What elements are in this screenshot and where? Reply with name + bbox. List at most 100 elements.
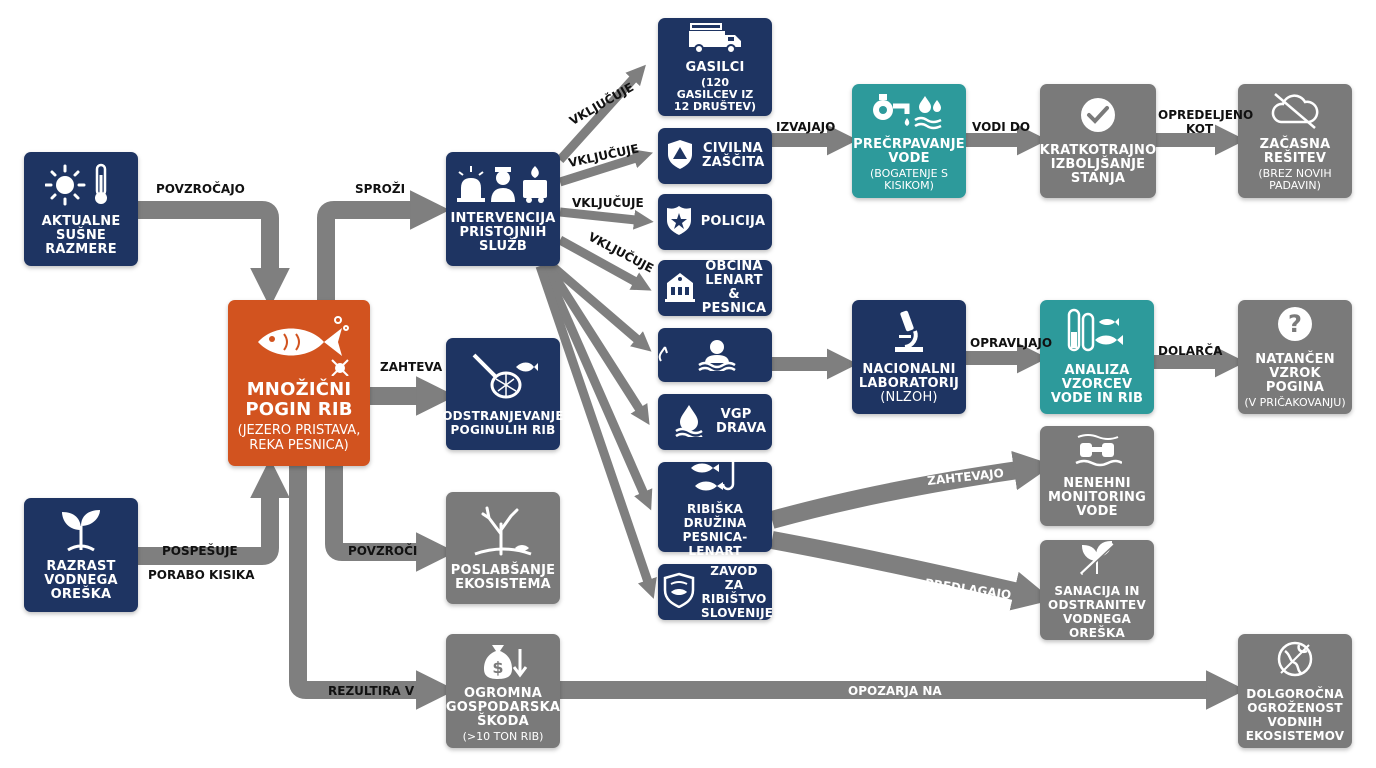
arrow-fishsociety-to-monitoring bbox=[769, 450, 1054, 529]
dead-fish-icon bbox=[244, 314, 354, 380]
test-tubes-fish-icon bbox=[1065, 308, 1129, 360]
arrow-services-to-firefighters bbox=[556, 64, 646, 164]
node-emergency-services: INTERVENCIJA PRISTOJNIH SLUŽB bbox=[446, 152, 560, 266]
node-vgp-drava: VGP DRAVA bbox=[658, 394, 772, 450]
node-title: SANACIJA IN ODSTRANITEV VODNEGA OREŠKA bbox=[1048, 584, 1146, 640]
no-rain-cloud-icon bbox=[1269, 90, 1321, 134]
node-municipality: OBČINA LENART & PESNICA bbox=[658, 260, 772, 316]
label-requires: ZAHTEVA bbox=[380, 360, 443, 374]
label-worsens: POVZROČI bbox=[348, 544, 418, 558]
node-subtitle: (JEZERO PRISTAVA, REKA PESNICA) bbox=[237, 422, 361, 453]
node-title: AKTUALNE SUŠNE RAZMERE bbox=[41, 214, 121, 257]
node-title: OGROMNA GOSPODARSKA ŠKODA bbox=[445, 686, 561, 729]
node-subtitle: (120 GASILCEV IZ 12 DRUŠTEV) bbox=[673, 76, 757, 113]
node-title: CIVILNA ZAŠČITA bbox=[702, 141, 765, 170]
label-determined: OPREDELJENO bbox=[1158, 108, 1254, 122]
node-title: ZAVOD ZA RIBIŠTVO SLOVENIJE bbox=[701, 564, 774, 620]
node-title: ZAČASNA REŠITEV bbox=[1259, 137, 1331, 166]
node-title: POLICIJA bbox=[700, 214, 766, 229]
node-civil-protection: CIVILNA ZAŠČITA bbox=[658, 128, 772, 184]
node-weed-growth: RAZRAST VODNEGA OREŠKA bbox=[24, 498, 138, 612]
institute-emblem-icon bbox=[663, 572, 695, 612]
node-short-term-improvement: KRATKOTRAJNO IZBOLJŠANJE STANJA bbox=[1040, 84, 1156, 198]
node-fishing-society: RIBIŠKA DRUŽINA PESNICA-LENART bbox=[658, 458, 772, 558]
node-title: PREČRPAVANJE VODE bbox=[853, 137, 965, 166]
node-water-rescue bbox=[658, 328, 772, 382]
label-perform: IZVAJAJO bbox=[776, 120, 836, 134]
arrow-services-to-civil bbox=[558, 149, 653, 187]
node-title: VGP DRAVA bbox=[716, 407, 767, 436]
node-title: ODSTRANJEVANJE POGINULIH RIB bbox=[442, 409, 564, 437]
label-includes-3: VKLJUČUJE bbox=[572, 196, 644, 210]
arrow-services-to-institute bbox=[535, 264, 657, 599]
node-fish-removal: ODSTRANJEVANJE POGINULIH RIB bbox=[442, 338, 564, 450]
node-subtitle: (BREZ NOVIH PADAVIN) bbox=[1258, 167, 1332, 192]
node-title: NENEHNI MONITORING VODE bbox=[1047, 476, 1147, 519]
node-title: DOLGOROČNA OGROŽENOST VODNIH EKOSISTEMOV bbox=[1245, 687, 1345, 743]
arrow-services-to-rescue bbox=[549, 262, 652, 352]
money-bag-icon: $ bbox=[478, 639, 528, 685]
node-fisheries-institute: ZAVOD ZA RIBIŠTVO SLOVENIJE bbox=[658, 564, 774, 620]
node-economic-damage: $ OGROMNA GOSPODARSKA ŠKODA (>10 TON RIB… bbox=[446, 634, 560, 748]
arrow-drought-to-fishkill bbox=[138, 201, 290, 308]
town-hall-icon bbox=[663, 269, 697, 307]
label-results-in: REZULTIRA V bbox=[328, 684, 415, 698]
node-drought: AKTUALNE SUŠNE RAZMERE bbox=[24, 152, 138, 266]
shield-triangle-icon bbox=[666, 138, 694, 174]
binoculars-icon bbox=[1072, 433, 1123, 473]
police-badge-icon bbox=[665, 204, 693, 240]
globe-warning-icon bbox=[1275, 639, 1315, 683]
node-long-term-threat: DOLGOROČNA OGROŽENOST VODNIH EKOSISTEMOV bbox=[1238, 634, 1352, 748]
label-causes: POVZROČAJO bbox=[156, 182, 245, 196]
emergency-services-icon bbox=[455, 164, 551, 208]
water-drop-icon bbox=[674, 403, 704, 441]
check-circle-icon bbox=[1079, 96, 1117, 138]
svg-text:?: ? bbox=[1288, 310, 1302, 338]
node-sanation: SANACIJA IN ODSTRANITEV VODNEGA OREŠKA bbox=[1040, 540, 1154, 640]
node-title: NACIONALNI LABORATORIJ bbox=[858, 362, 960, 391]
fire-truck-icon bbox=[685, 21, 745, 59]
arrow-fishkill-to-ecosystem bbox=[325, 466, 456, 572]
node-subtitle: (BOGATENJE S KISIKOM) bbox=[869, 167, 949, 192]
label-triggers: SPROŽI bbox=[355, 182, 406, 196]
node-title: OBČINA LENART & PESNICA bbox=[701, 259, 767, 316]
node-title: GASILCI bbox=[685, 60, 745, 75]
arrow-services-to-municipality bbox=[557, 236, 652, 291]
fish-hook-icon bbox=[687, 456, 743, 500]
node-title: POSLABŠANJE EKOSISTEMA bbox=[450, 563, 556, 592]
node-subtitle: (>10 TON RIB) bbox=[462, 730, 544, 743]
node-title: NATANČEN VZROK POGINA bbox=[1255, 352, 1335, 395]
node-ecosystem-decline: POSLABŠANJE EKOSISTEMA bbox=[446, 492, 560, 604]
node-temporary-solution: ZAČASNA REŠITEV (BREZ NOVIH PADAVIN) bbox=[1238, 84, 1352, 198]
label-determined-2: KOT bbox=[1186, 122, 1214, 136]
sun-thermometer-icon bbox=[44, 161, 117, 211]
arrow-services-to-fishsociety bbox=[539, 264, 653, 511]
fishing-net-icon bbox=[468, 351, 538, 405]
node-title: MNOŽIČNI POGIN RIB bbox=[245, 378, 353, 420]
arrow-services-to-police bbox=[559, 207, 654, 230]
label-oxygen-use: PORABO KISIKA bbox=[148, 568, 255, 582]
microscope-icon bbox=[889, 309, 929, 359]
node-national-lab: NACIONALNI LABORATORIJ (NLZOH) bbox=[852, 300, 966, 414]
node-firefighters: GASILCI (120 GASILCEV IZ 12 DRUŠTEV) bbox=[658, 18, 772, 116]
node-subtitle: (NLZOH) bbox=[880, 390, 938, 405]
node-sample-analysis: ANALIZA VZORCEV VODE IN RIB bbox=[1040, 300, 1154, 414]
node-police: POLICIJA bbox=[658, 194, 772, 250]
arrow-weed-to-fishkill bbox=[138, 458, 290, 565]
arrow-fishsociety-to-sanation bbox=[770, 531, 1053, 611]
node-subtitle: (V PRIČAKOVANJU) bbox=[1244, 396, 1346, 409]
node-water-monitoring: NENEHNI MONITORING VODE bbox=[1040, 426, 1154, 526]
water-rescue-icon bbox=[655, 335, 749, 375]
node-mass-fish-kill: MNOŽIČNI POGIN RIB (JEZERO PRISTAVA, REK… bbox=[228, 300, 370, 466]
node-water-pumping: PREČRPAVANJE VODE (BOGATENJE S KISIKOM) bbox=[852, 84, 966, 198]
node-title: RIBIŠKA DRUŽINA PESNICA-LENART bbox=[682, 502, 748, 558]
label-determines: DOLARČA bbox=[1158, 344, 1223, 358]
no-plant-icon bbox=[1077, 540, 1117, 580]
label-warns: OPOZARJA NA bbox=[848, 684, 942, 698]
dead-tree-icon bbox=[471, 504, 535, 560]
node-title: KRATKOTRAJNO IZBOLJŠANJE STANJA bbox=[1039, 143, 1157, 186]
arrow-fishkill-to-services bbox=[317, 190, 450, 300]
node-exact-cause: ? NATANČEN VZROK POGINA (V PRIČAKOVANJU) bbox=[1238, 300, 1352, 414]
